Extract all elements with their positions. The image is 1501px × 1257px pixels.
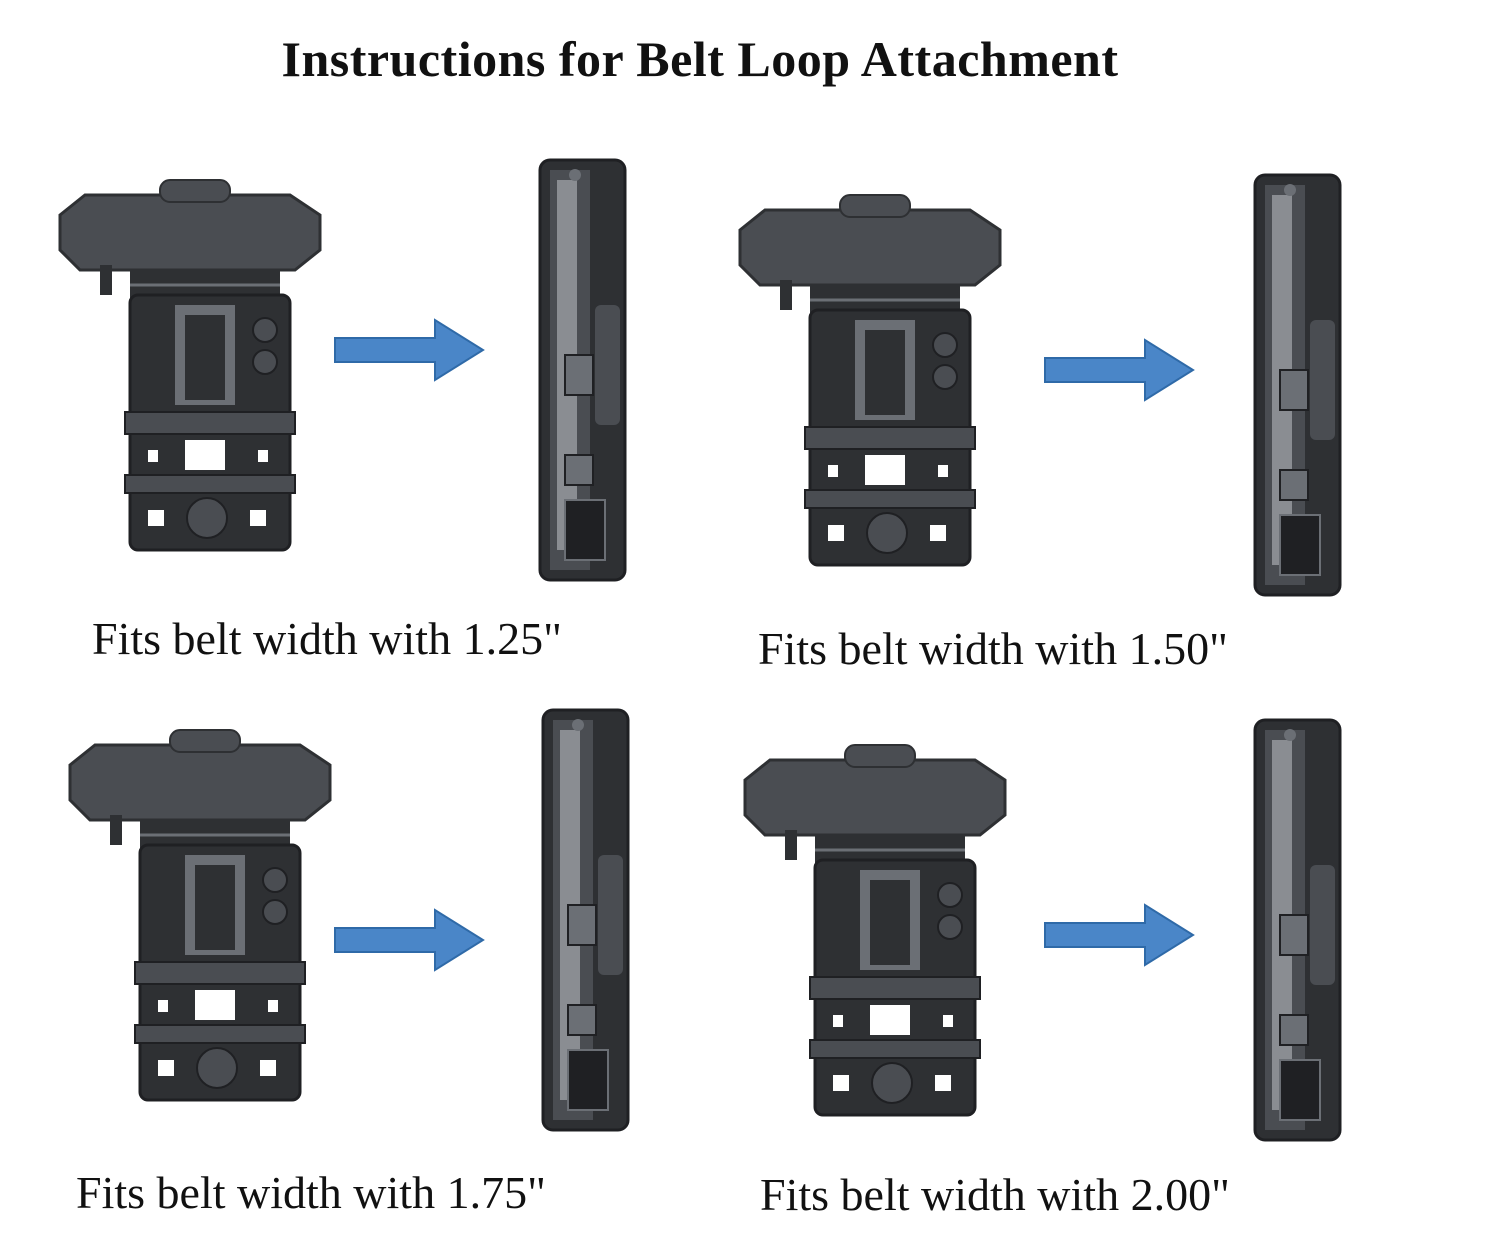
belt-clip-front-icon — [58, 179, 322, 552]
arrow-right-icon — [334, 908, 485, 972]
arrow-right-icon — [334, 318, 485, 382]
belt-clip-front-icon — [68, 729, 332, 1102]
panel-1-50 — [730, 165, 1370, 645]
page-title: Instructions for Belt Loop Attachment — [281, 31, 1119, 87]
arrow-right-icon — [1044, 903, 1195, 967]
arrow-right-icon — [1044, 338, 1195, 402]
panel-1-25 — [50, 150, 690, 630]
caption-1-25: Fits belt width with 1.25" — [92, 613, 562, 664]
belt-clip-front-icon — [738, 194, 1002, 567]
caption-1-50: Fits belt width with 1.50" — [758, 623, 1228, 674]
belt-clip-side-icon — [538, 158, 627, 582]
belt-clip-front-icon — [743, 744, 1007, 1117]
belt-clip-side-icon — [1253, 718, 1342, 1142]
caption-1-75: Fits belt width with 1.75" — [76, 1167, 546, 1218]
panel-2-00 — [735, 715, 1375, 1195]
panel-1-75 — [60, 700, 700, 1180]
caption-2-00: Fits belt width with 2.00" — [760, 1169, 1230, 1220]
belt-clip-side-icon — [1253, 173, 1342, 597]
belt-clip-side-icon — [541, 708, 630, 1132]
